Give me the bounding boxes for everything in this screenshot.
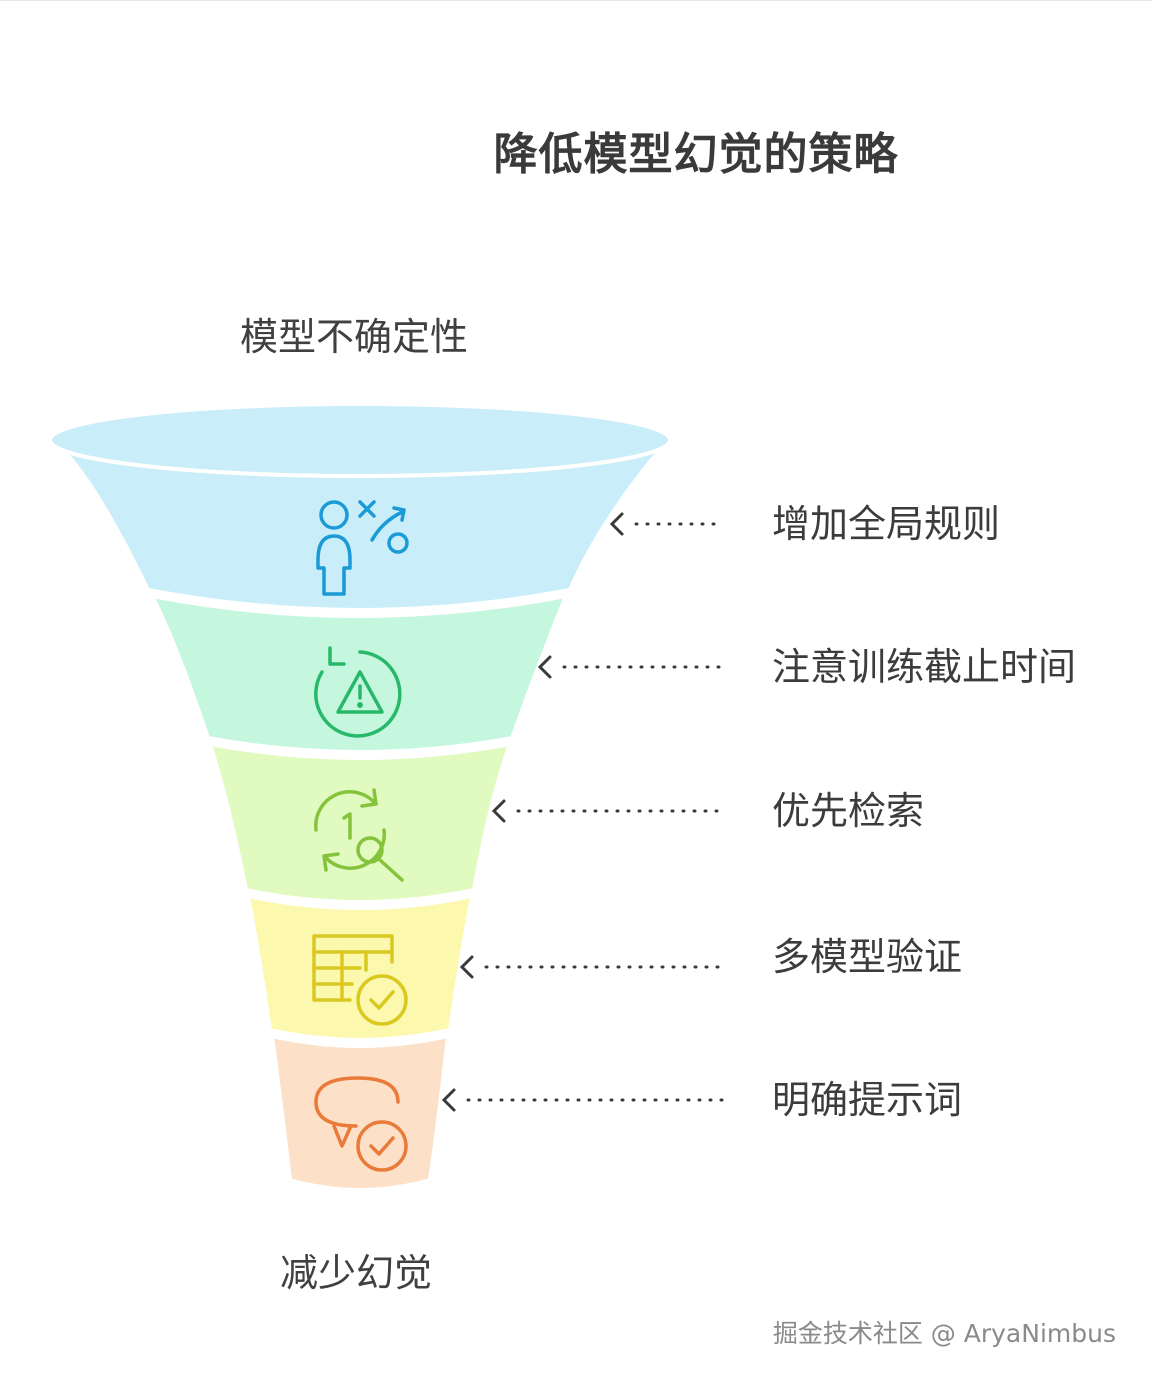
stage-label-2: 注意训练截止时间	[772, 645, 1077, 689]
table-check-icon	[312, 934, 408, 1026]
stage-label-5: 明确提示词	[772, 1078, 963, 1122]
diagram-title: 降低模型幻觉的策略	[493, 129, 899, 180]
stage-arrow-5	[441, 1088, 724, 1112]
stage-label-4: 多模型验证	[772, 935, 963, 979]
funnel-band-3	[207, 741, 514, 904]
funnel-band-5	[269, 1033, 451, 1192]
stage-label-3: 优先检索	[772, 789, 925, 833]
stage-arrow-4	[459, 955, 724, 979]
stage-label-1: 增加全局规则	[772, 502, 1001, 546]
stage-arrow-3	[491, 799, 724, 823]
stage-arrow-1	[609, 512, 724, 536]
top-divider	[0, 0, 1152, 1]
funnel-bottom-label: 减少幻觉	[280, 1251, 433, 1295]
search-cycle-icon	[313, 788, 404, 882]
funnel-rim	[48, 402, 672, 478]
stage-arrow-2	[537, 655, 724, 679]
warning-cycle-icon	[314, 646, 402, 738]
watermark: 掘金技术社区 @ AryaNimbus	[772, 1319, 1116, 1348]
funnel-top-label: 模型不确定性	[240, 315, 469, 359]
chat-check-icon	[314, 1076, 408, 1172]
strategy-icon	[316, 500, 409, 596]
